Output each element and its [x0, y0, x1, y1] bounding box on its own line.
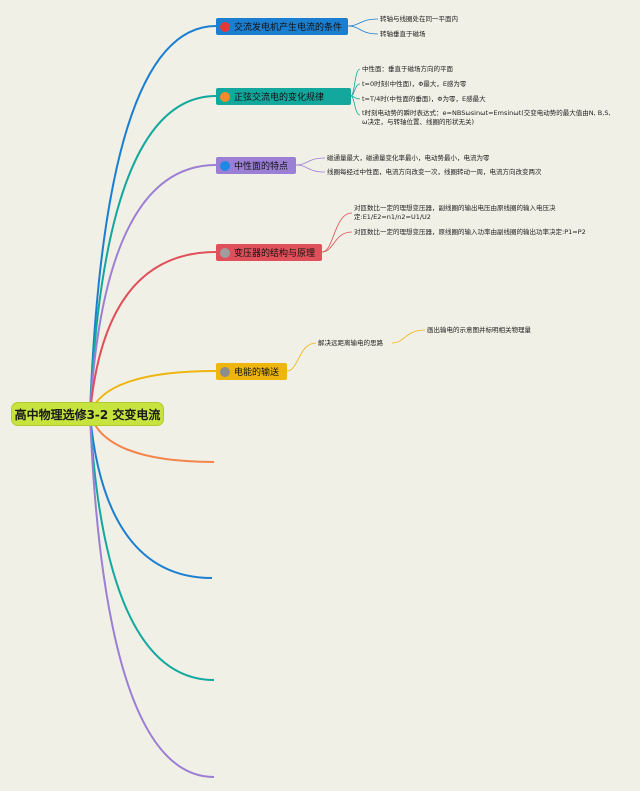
leaf-text[interactable]: 线圈每经过中性面，电流方向改变一次，线圈转动一周，电流方向改变两次 — [327, 168, 542, 176]
leaf-text[interactable]: t时刻电动势的瞬时表达式：e=NBSωsinωt=Emsinωt(交变电动势的最… — [362, 109, 611, 126]
leaf-text[interactable]: 转轴垂直于磁场 — [380, 30, 426, 38]
leaf-text[interactable]: t=0时刻(中性面)，Φ最大，E感为零 — [362, 80, 467, 88]
sub-branch-line — [295, 157, 326, 166]
topic-neutral-plane-features[interactable]: 中性面的特点 — [216, 157, 296, 174]
sub-branch-line — [347, 18, 379, 27]
sub-branch-line — [347, 25, 379, 35]
topic-ac-generator-conditions[interactable]: 交流发电机产生电流的条件 — [216, 18, 348, 35]
leaf-text[interactable]: 解决远距离输电的思路 — [318, 339, 383, 347]
sub-branch-line — [286, 342, 317, 372]
topic-transformer-principle[interactable]: 变压器的结构与原理 — [216, 244, 322, 261]
branch-line — [89, 95, 217, 415]
leaf-text[interactable]: t=T/4时(中性面的垂面)，Φ为零，E感最大 — [362, 95, 486, 103]
orange-circle-icon — [220, 91, 230, 102]
leaf-text[interactable]: 对匝数比一定的理想变压器，副线圈的输出电压由原线圈的输入电压决定:E1/E2=n… — [354, 204, 556, 221]
branch-line — [89, 413, 215, 778]
topic-power-transmission[interactable]: 电能的输送 — [216, 363, 287, 380]
sub-branch-line — [350, 83, 361, 97]
branch-line — [89, 164, 217, 415]
sub-branch-line — [295, 164, 326, 173]
leaf-text[interactable]: 画出输电的示意图并标明相关物理量 — [427, 326, 531, 334]
sub-branch-line — [350, 95, 361, 116]
gray-circle-icon — [220, 366, 230, 377]
topic-label: 变压器的结构与原理 — [234, 249, 316, 259]
sub-branch-line — [321, 231, 353, 253]
red-circle-icon — [220, 21, 230, 32]
leaf-text[interactable]: 转轴与线圈处在同一平面内 — [380, 15, 458, 23]
topic-label: 正弦交流电的变化规律 — [234, 93, 325, 103]
sub-branch-line — [391, 329, 426, 344]
topic-label: 电能的输送 — [234, 368, 280, 378]
blue-circle-icon — [220, 160, 230, 171]
leaf-text[interactable]: 中性面：垂直于磁场方向的平面 — [362, 65, 453, 73]
sub-branch-line — [350, 68, 361, 97]
branch-line — [89, 413, 213, 579]
topic-label: 交流发电机产生电流的条件 — [234, 23, 343, 33]
leaf-text[interactable]: 磁通量最大，磁通量变化率最小，电动势最小，电流为零 — [327, 154, 490, 162]
branch-line — [89, 251, 217, 415]
sub-branch-line — [321, 212, 353, 253]
leaf-text[interactable]: 对匝数比一定的理想变压器，原线圈的输入功率由副线圈的输出功率决定:P1=P2 — [354, 228, 586, 236]
branch-line — [89, 413, 215, 681]
gray-circle-icon — [220, 247, 230, 258]
root-topic[interactable]: 高中物理选修3-2 交变电流 — [12, 403, 163, 425]
topic-sinusoidal-ac-rules[interactable]: 正弦交流电的变化规律 — [216, 88, 351, 105]
topic-label: 中性面的特点 — [234, 162, 289, 172]
branch-line — [89, 25, 217, 415]
